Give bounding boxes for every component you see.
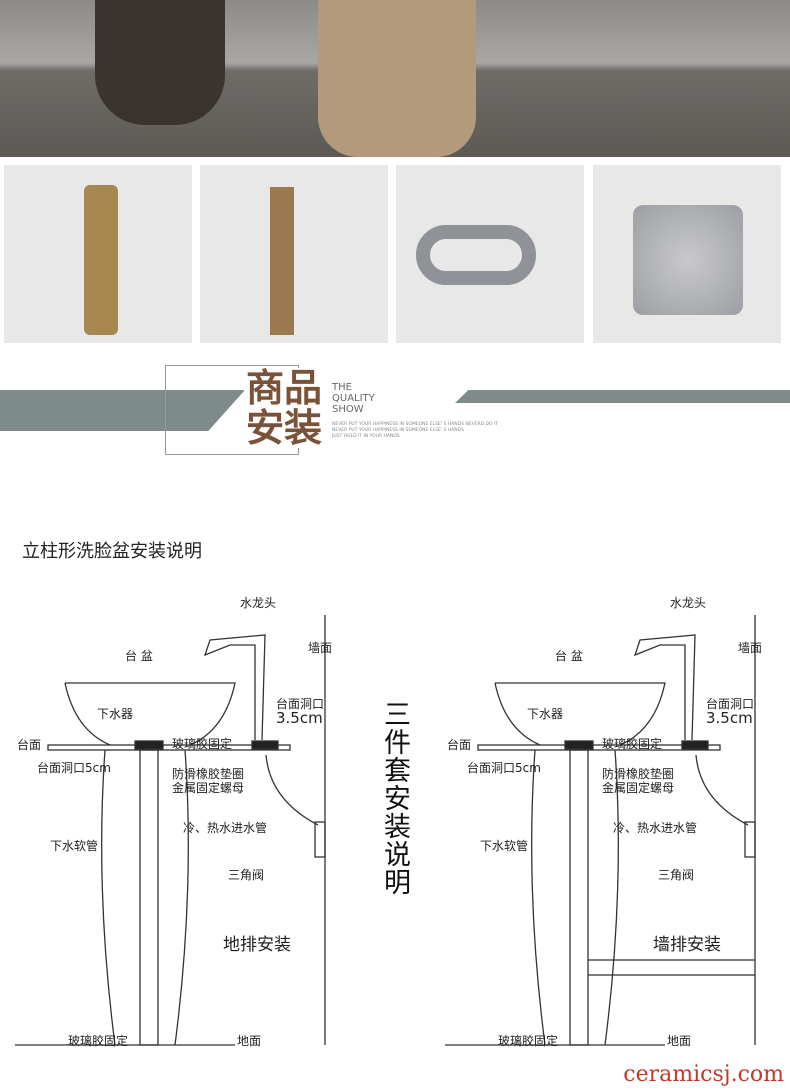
label-basin: 台 盆 bbox=[125, 649, 153, 663]
label-gasket: 防滑橡胶垫圈 bbox=[172, 767, 245, 781]
drain-cap bbox=[564, 740, 594, 750]
label-hole_size: 3.5cm bbox=[276, 709, 323, 727]
basin-outline bbox=[494, 682, 666, 746]
label-wall: 墙面 bbox=[738, 641, 763, 655]
diagram-drawing bbox=[15, 615, 326, 1046]
label-hole_size: 3.5cm bbox=[706, 709, 753, 727]
pedestal-outline bbox=[101, 749, 189, 1046]
countertop bbox=[47, 744, 291, 751]
label-glue: 玻璃胶固定 bbox=[68, 1034, 129, 1048]
label-gasket: 防滑橡胶垫圈 bbox=[602, 767, 675, 781]
label-faucet: 水龙头 bbox=[240, 596, 277, 610]
banner-title-line2: 安装 bbox=[246, 406, 323, 450]
faucet-base bbox=[251, 740, 279, 750]
product-hose bbox=[396, 165, 584, 343]
label-drain: 下水器 bbox=[97, 707, 134, 721]
pedestal-outline bbox=[531, 749, 619, 1046]
label-hole5: 台面洞口5cm bbox=[37, 761, 111, 775]
basin-outline bbox=[64, 682, 236, 746]
label-nut: 金属固定螺母 bbox=[172, 781, 245, 795]
banner-band-right bbox=[455, 390, 790, 403]
label-floor: 地面 bbox=[237, 1034, 262, 1048]
install-caption: 墙排安装 bbox=[653, 935, 721, 955]
label-basin: 台 盆 bbox=[555, 649, 583, 663]
watermark: ceramicsj.com bbox=[623, 1062, 784, 1087]
label-glue: 玻璃胶固定 bbox=[498, 1034, 559, 1048]
valves-image bbox=[633, 205, 743, 315]
label-wall: 墙面 bbox=[308, 641, 333, 655]
drain-pipe bbox=[569, 749, 589, 1046]
faucet bbox=[203, 634, 266, 741]
diagram-drawing bbox=[445, 615, 756, 1046]
en-line: THE bbox=[332, 382, 352, 393]
label-hole5: 台面洞口5cm bbox=[467, 761, 541, 775]
banner-tagline: NEVER PUT YOUR HAPPINESS IN SOMEONE ELSE… bbox=[332, 422, 498, 440]
hose-image bbox=[416, 225, 536, 285]
en-line: QUALITY bbox=[332, 393, 375, 404]
inlet-hose bbox=[695, 754, 749, 826]
label-nut: 金属固定螺母 bbox=[602, 781, 675, 795]
install-caption: 地排安装 bbox=[223, 935, 291, 955]
ceramic-pedestal-basin bbox=[318, 0, 476, 157]
countertop bbox=[477, 744, 721, 751]
label-valve: 三角阀 bbox=[658, 868, 695, 882]
three-piece-title: 三件套安装说明 bbox=[379, 700, 410, 896]
tagline-line: NEVER PUT YOUR HAPPINESS IN SOMEONE ELSE… bbox=[332, 428, 464, 433]
drain-cap bbox=[134, 740, 164, 750]
banner-title-line1: 商品 bbox=[246, 366, 323, 410]
label-valve: 三角阀 bbox=[228, 868, 265, 882]
product-photo bbox=[0, 0, 790, 157]
label-glue: 玻璃胶固定 bbox=[172, 737, 233, 751]
label-hole: 台面洞口 bbox=[706, 697, 755, 711]
product-faucet bbox=[4, 165, 192, 343]
label-faucet: 水龙头 bbox=[670, 596, 707, 610]
instructions-title: 立柱形洗脸盆安装说明 bbox=[22, 541, 202, 562]
banner-band-left bbox=[0, 390, 245, 431]
faucet-image bbox=[84, 185, 118, 335]
angle-valve bbox=[744, 821, 756, 858]
en-line: SHOW bbox=[332, 404, 364, 415]
wall-drain-pipe bbox=[588, 959, 755, 976]
product-drain bbox=[200, 165, 388, 343]
tagline-line: JUST HOLD IT IN YOUR HANDS bbox=[332, 434, 400, 439]
label-drain: 下水器 bbox=[527, 707, 564, 721]
label-glue: 玻璃胶固定 bbox=[602, 737, 663, 751]
drain-image bbox=[270, 187, 294, 335]
label-hose: 下水软管 bbox=[480, 839, 529, 853]
inlet-hose bbox=[265, 754, 319, 826]
label-inlet: 冷、热水进水管 bbox=[183, 821, 268, 835]
banner-title: 商品安装 bbox=[244, 366, 325, 450]
label-inlet: 冷、热水进水管 bbox=[613, 821, 698, 835]
label-hose: 下水软管 bbox=[50, 839, 99, 853]
label-counter: 台面 bbox=[447, 738, 472, 752]
label-counter: 台面 bbox=[17, 738, 42, 752]
faucet-base bbox=[681, 740, 709, 750]
dark-vase bbox=[95, 0, 225, 125]
label-hole: 台面洞口 bbox=[276, 697, 325, 711]
tagline-line: NEVER PUT YOUR HAPPINESS IN SOMEONE ELSE… bbox=[332, 422, 499, 427]
product-valves bbox=[593, 165, 781, 343]
label-floor: 地面 bbox=[667, 1034, 692, 1048]
faucet bbox=[633, 634, 696, 741]
